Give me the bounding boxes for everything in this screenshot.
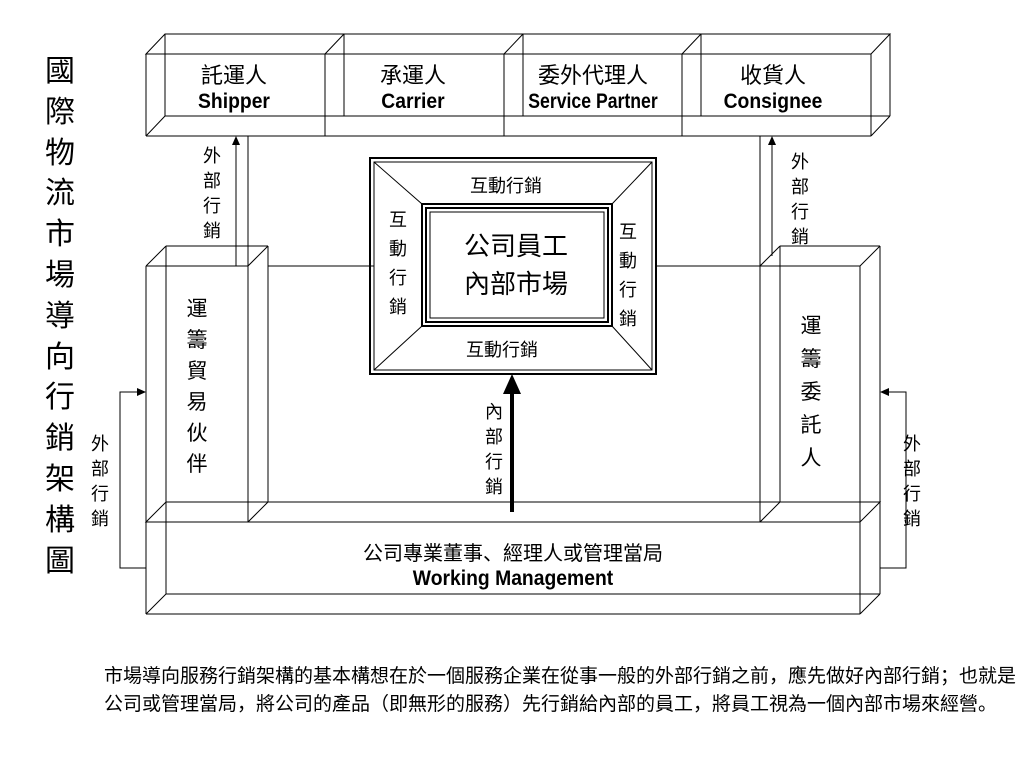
external-marketing-right: 外部行銷 (903, 434, 921, 530)
external-marketing-top-left: 外部行銷 (203, 146, 221, 242)
external-marketing-left: 外部行銷 (91, 434, 109, 530)
interactive-marketing-top: 互動行銷 (470, 176, 542, 197)
internal-market-title: 公司員工 內部市場 (432, 228, 600, 304)
top-box-frame (144, 33, 892, 55)
party-label-zh: 託運人 (200, 64, 267, 89)
management-label-zh: 公司專業董事、經理人或管理當局 (363, 541, 663, 565)
party-label-zh: 委外代理人 (537, 64, 648, 89)
party-label-en: Carrier (381, 90, 445, 113)
caption-paragraph: 市場導向服務行銷架構的基本構想在於一個服務企業在從事一般的外部行銷之前，應先做好… (104, 665, 1017, 715)
party-label-zh: 承運人 (379, 64, 446, 89)
party-label-zh: 收貨人 (739, 64, 806, 89)
party-consignee: 收貨人 Consignee (690, 64, 856, 114)
party-label-en: Shipper (198, 90, 270, 113)
side-title: 國際物流市場導向行銷架構圖 (45, 54, 75, 579)
internal-market-line2: 內部市場 (463, 270, 568, 300)
management-label-en: Working Management (412, 567, 614, 590)
party-label-en: Service Partner (528, 90, 658, 113)
party-carrier: 承運人 Carrier (333, 64, 493, 114)
party-service-partner: 委外代理人 Service Partner (500, 64, 686, 114)
party-label-en: Consignee (723, 90, 823, 113)
interactive-marketing-left: 互動行銷 (389, 210, 407, 318)
internal-marketing-label: 內部行銷 (485, 402, 503, 498)
party-shipper: 託運人 Shipper (154, 64, 314, 114)
interactive-marketing-right: 互動行銷 (619, 222, 637, 330)
logistics-trade-partner: 運籌貿易伙伴 (186, 297, 208, 476)
interactive-marketing-bottom: 互動行銷 (466, 340, 538, 361)
working-management-box: 公司專業董事、經理人或管理當局 Working Management (166, 540, 860, 592)
logistics-client: 運籌委託人 (800, 314, 822, 470)
external-marketing-top-right: 外部行銷 (791, 152, 809, 248)
internal-market-line1: 公司員工 (463, 232, 568, 262)
